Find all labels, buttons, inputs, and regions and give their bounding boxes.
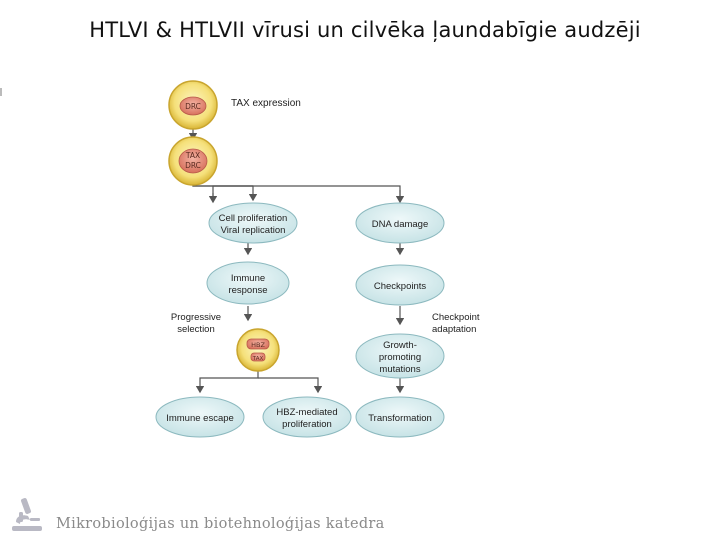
arrow-cell3-to-hbz [258, 377, 323, 394]
cell-2: TAX DRC [168, 136, 218, 186]
cell-3: HBZ TAX [236, 328, 280, 372]
node-hbz-proliferation: HBZ-mediated proliferation [262, 396, 352, 438]
cell-2-label-bottom: DRC [185, 161, 201, 170]
cell-2-nucleus [178, 148, 208, 174]
node-growth-line1: Growth- [383, 340, 417, 351]
label-progressive-line1: Progressive [171, 312, 221, 323]
htlv-pathway-diagram: DRC TAX expression TAX DRC Cell prolifer… [138, 48, 481, 452]
label-tax-expression: TAX expression [231, 98, 301, 109]
cell-1-nucleus [179, 96, 207, 116]
node-growth-mutations: Growth- promoting mutations [355, 333, 445, 379]
node-hbz-line1: HBZ-mediated [276, 407, 337, 418]
cell-2-label-top: TAX [185, 151, 200, 160]
cell-3-tax-box [250, 352, 266, 362]
cell-1-label: DRC [185, 102, 201, 111]
cell-3-label-top: HBZ [251, 341, 265, 349]
cell-3-label-bottom: TAX [252, 356, 264, 362]
node-checkpoints-label: Checkpoints [374, 281, 427, 292]
node-checkpoints: Checkpoints [355, 264, 445, 306]
footer-department: Mikrobioloģijas un biotehnoloģijas kated… [56, 516, 385, 532]
node-hbz-line2: proliferation [282, 419, 332, 430]
node-immune-escape: Immune escape [155, 396, 245, 438]
cell-3-hbz-box [246, 338, 270, 350]
cell-1: DRC [168, 80, 218, 130]
node-dna-damage-label: DNA damage [372, 219, 429, 230]
node-growth-line2: promoting [379, 352, 421, 363]
arrow-cell3-to-immune-escape [195, 370, 259, 394]
node-dna-damage: DNA damage [355, 202, 445, 244]
node-cell-proliferation-line1: Cell proliferation [219, 213, 288, 224]
label-checkpoint-adaptation-line2: adaptation [432, 324, 476, 335]
edge-mark [0, 88, 2, 96]
node-cell-proliferation: Cell proliferation Viral replication [208, 202, 298, 244]
node-transformation: Transformation [355, 396, 445, 438]
node-immune-response-line1: Immune [231, 273, 265, 284]
cell-3-body [236, 328, 280, 372]
node-immune-response: Immune response [206, 261, 290, 305]
label-progressive-line2: selection [177, 324, 215, 335]
label-checkpoint-adaptation-line1: Checkpoint [432, 312, 480, 323]
node-immune-escape-label: Immune escape [166, 413, 234, 424]
node-growth-line3: mutations [379, 364, 420, 375]
footer: Mikrobioloģijas un biotehnoloģijas kated… [8, 494, 408, 536]
slide-title: HTLVI & HTLVII vīrusi un cilvēka ļaundab… [89, 18, 641, 42]
node-cell-proliferation-line2: Viral replication [221, 225, 286, 236]
node-immune-response-line2: response [228, 285, 267, 296]
node-transformation-label: Transformation [368, 413, 432, 424]
microscope-icon [12, 498, 42, 531]
